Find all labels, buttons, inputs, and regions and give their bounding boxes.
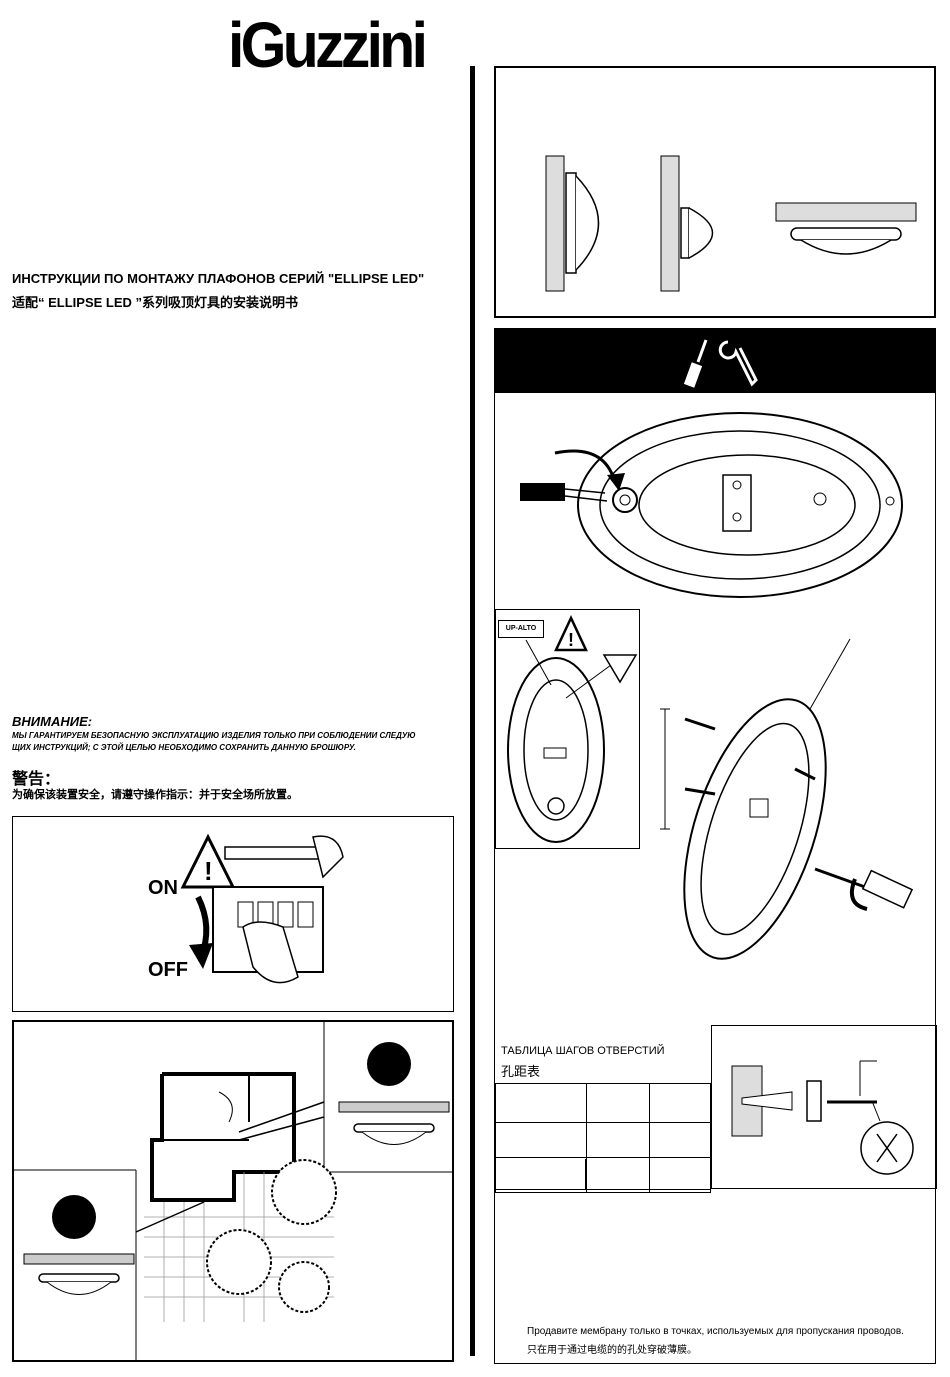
floorplan-illustration (14, 1022, 454, 1362)
hole-distance-table (495, 1083, 711, 1193)
tools-header (495, 329, 935, 393)
mounting-positions-illustration (545, 155, 917, 292)
mounting-positions-panel (494, 66, 936, 318)
cable-entry-illustration (520, 412, 903, 598)
warning-text-ru-1: МЫ ГАРАНТИРУЕМ БЕЗОПАСНУЮ ЭКСПЛУАТАЦИЮ И… (12, 731, 416, 740)
svg-text:!: ! (204, 856, 213, 886)
membrane-note-cn: 只在用于通过电缆的的孔处穿破薄膜。 (527, 1345, 697, 1356)
title-ru: ИНСТРУКЦИИ ПО МОНТАЖУ ПЛАФОНОВ СЕРИЙ "EL… (12, 271, 425, 286)
up-alto-label: UP-ALTO (498, 620, 544, 638)
iguzzini-logo: iGuzzini (228, 9, 428, 81)
off-label: OFF (148, 959, 188, 981)
column-divider (470, 66, 475, 1356)
up-orientation-panel: UP-ALTO ! (495, 609, 640, 849)
svg-text:!: ! (568, 630, 574, 650)
up-orientation-illustration: ! (507, 615, 638, 843)
title-cn: 适配“ ELLIPSE LED ”系列吸顶灯具的安装说明书 (12, 295, 299, 310)
table-row (495, 1157, 711, 1193)
membrane-note-ru: Продавите мембрану только в точках, испо… (527, 1326, 904, 1337)
hole-table-title-ru: ТАБЛИЦА ШАГОВ ОТВЕРСТИЙ (501, 1045, 665, 1057)
power-off-panel: ON OFF ! (12, 816, 454, 1012)
screw-detail-illustration (731, 1060, 914, 1175)
table-divider (585, 1159, 586, 1189)
on-label: ON (148, 877, 178, 899)
screw-detail-panel (711, 1025, 937, 1189)
breaker-illustration: ! (180, 833, 344, 984)
warning-text-cn: 为确保该装置安全，请遵守操作指示：并于安全场所放置。 (12, 789, 298, 801)
screwdriver-wrench-icon (683, 339, 758, 388)
warning-text-ru-2: ЩИХ ИНСТРУКЦИЙ; С ЭТОЙ ЦЕЛЬЮ НЕОБХОДИМО … (12, 743, 356, 752)
warning-heading-cn: 警告： (12, 771, 61, 788)
table-row (495, 1083, 711, 1123)
fixing-illustration (660, 638, 914, 960)
installation-area-panel (12, 1020, 454, 1362)
warning-heading-ru: ВНИМАНИЕ: (12, 714, 93, 729)
table-row (495, 1122, 711, 1158)
mounting-steps-panel: UP-ALTO ! ТАБЛИЦА ШАГОВ ОТВЕРСТИЙ 孔距表 (494, 328, 937, 1364)
table-bottom-line (495, 1189, 711, 1190)
hole-table-title-cn: 孔距表 (501, 1064, 541, 1079)
